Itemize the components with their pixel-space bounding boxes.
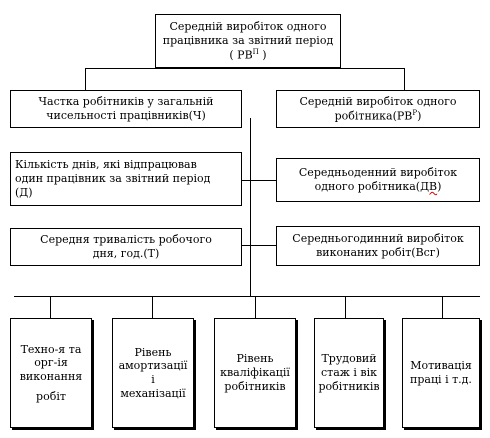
top-box-line3: ( РВП ) (163, 48, 333, 62)
top-box-average-output-per-employee: Середній виробіток одного працівника за … (155, 14, 341, 68)
bottom-box-2-line4: механізації (120, 386, 186, 400)
right-box-output-per-worker-line2-sup: Р (412, 108, 418, 117)
right-box-output-per-worker-line1: Середній виробіток одного (299, 94, 457, 108)
right-box-daily-output-line1: Середньоденний виробіток (298, 166, 458, 180)
top-box-line2: працівника за звітний період (162, 33, 334, 47)
bottom-box-5-line2: праці і т.д. (410, 373, 472, 386)
left-box-days-worked: Кількість днів, які відпрацював один пра… (10, 152, 242, 206)
right-box-hourly-output: Середньогодинний виробіток виконаних роб… (276, 226, 480, 266)
connector-center-vertical (250, 118, 251, 296)
bottom-box-4-line1: Трудовий (321, 352, 377, 366)
bottom-box-1-line4: робіт (36, 389, 66, 403)
left-box-days-worked-line1: Кількість днів, які відпрацював (15, 158, 197, 172)
left-box-days-worked-line3: (Д) (15, 185, 33, 199)
bottom-box-worker-qualification: Рівень кваліфікації робітників (214, 318, 296, 428)
bottom-box-4-line3: робітників (318, 379, 380, 393)
bottom-box-experience-age: Трудовий стаж і вік робітників (314, 318, 384, 428)
top-box-line3-prefix: ( РВ (229, 48, 253, 62)
right-box-output-per-worker-line2: робітника(РВР) (299, 109, 456, 123)
right-box-daily-output-line2: одного робітника(ДВ) (299, 180, 457, 194)
connector-bottom-bus (14, 296, 480, 297)
bottom-box-2-line2: амортизації (118, 359, 188, 373)
bottom-box-3-line2: кваліфікації (220, 366, 290, 380)
right-box-daily-output-line2-suffix: ) (437, 180, 442, 193)
left-box-worker-share: Частка робітників у загальній чисельност… (10, 90, 242, 128)
right-box-daily-output-line2-abbrev: ДВ (420, 180, 438, 193)
right-box-hourly-output-line1: Середньогодинний виробіток (292, 232, 464, 246)
bottom-box-1-line1: Техно-я та (20, 342, 82, 356)
connector-row3-horizontal (240, 245, 276, 246)
bottom-box-motivation: Мотивація праці і т.д. (402, 318, 480, 428)
right-box-daily-output: Середньоденний виробіток одного робітник… (276, 158, 480, 202)
bottom-box-4-line2: стаж і вік (320, 366, 378, 380)
right-box-hourly-output-line2: виконаних робіт(Всг) (316, 246, 440, 259)
bottom-box-1-line3: виконання (19, 370, 83, 383)
connector-bottom-drop-2 (152, 296, 153, 318)
right-box-output-per-worker-line2-prefix: робітника(РВ (334, 109, 413, 123)
connector-top-right-drop (404, 68, 405, 90)
connector-top-left-drop (85, 68, 86, 90)
left-box-days-worked-line2: один працівник за звітний період (15, 172, 211, 186)
bottom-box-3-line3: робітників (224, 379, 286, 393)
bottom-box-3-line1: Рівень (236, 352, 274, 366)
connector-row2-horizontal (240, 180, 276, 181)
right-box-output-per-worker: Середній виробіток одного робітника(РВР) (276, 90, 480, 128)
connector-bottom-drop-1 (50, 296, 51, 318)
left-box-worker-share-line2: чисельності працівників(Ч) (46, 109, 206, 122)
bottom-box-2-line3: і (151, 373, 155, 386)
bottom-box-5-line1: Мотивація (410, 359, 472, 373)
top-box-line3-suffix: ) (258, 48, 267, 62)
connector-bottom-drop-3 (255, 296, 256, 318)
right-box-output-per-worker-line2-suffix: ) (417, 109, 422, 123)
connector-top-horizontal (85, 68, 405, 69)
bottom-box-1-line2: орг-ія (34, 356, 68, 370)
bottom-box-technology-organization: Техно-я та орг-ія виконання робіт (10, 318, 92, 428)
right-box-daily-output-line2-prefix: одного робітника( (314, 180, 421, 193)
top-box-line1: Середній виробіток одного (169, 20, 327, 34)
bottom-box-amortization-mechanization: Рівень амортизації і механізації (112, 318, 194, 428)
left-box-worker-share-line1: Частка робітників у загальній (38, 95, 214, 109)
left-box-workday-duration-line2: дня, год.(Т) (92, 247, 160, 260)
left-box-workday-duration: Середня тривалість робочого дня, год.(Т) (10, 228, 242, 266)
connector-bottom-drop-4 (345, 296, 346, 318)
top-box-line3-sup: П (252, 47, 259, 56)
left-box-workday-duration-line1: Середня тривалість робочого (40, 233, 212, 247)
connector-bottom-drop-5 (442, 296, 443, 318)
bottom-box-2-line1: Рівень (134, 345, 172, 359)
